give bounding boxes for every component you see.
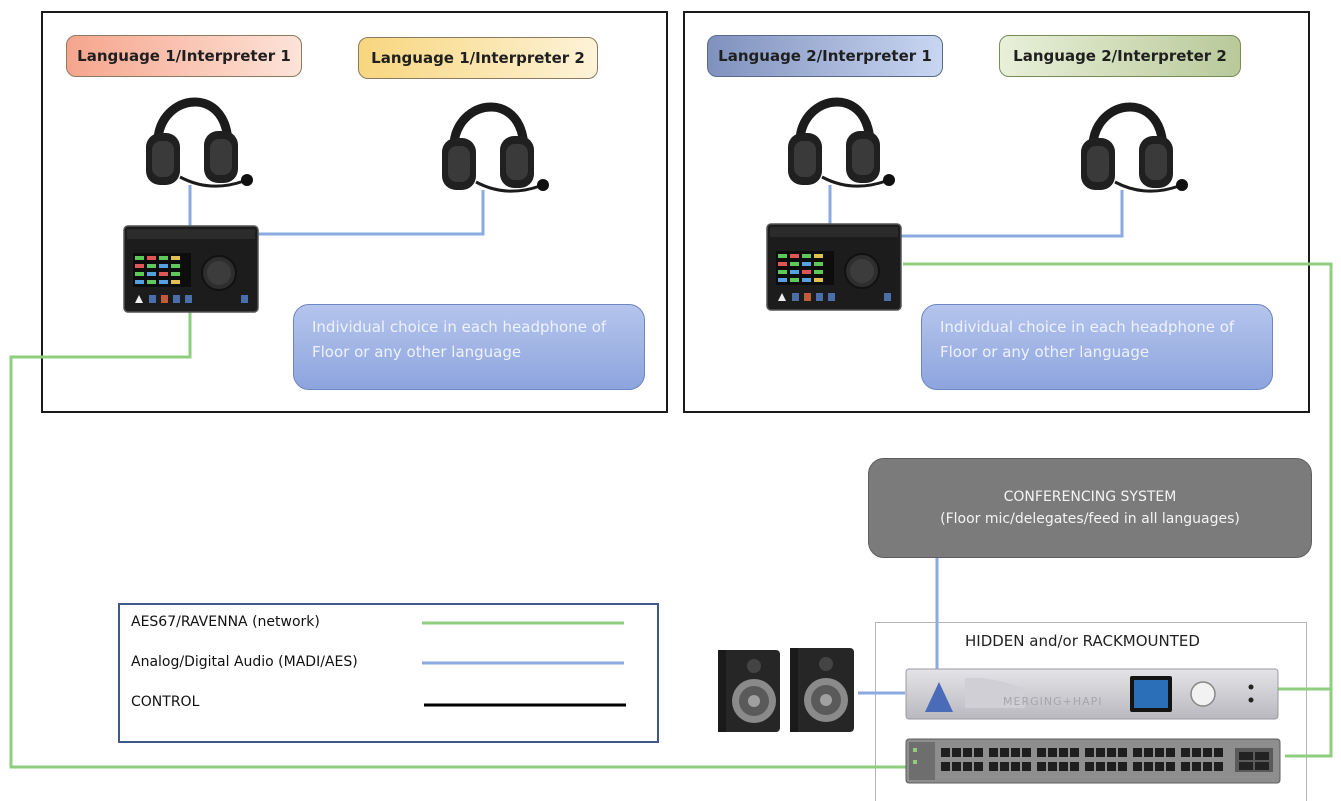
headset-icon [442, 102, 549, 193]
audio-line-booth2-h2 [901, 190, 1124, 238]
label-language1-interpreter2: Language 1/Interpreter 2 [358, 37, 598, 79]
legend-label-audio: Analog/Digital Audio (MADI/AES) [131, 654, 358, 670]
rack-title: HIDDEN and/or RACKMOUNTED [965, 632, 1200, 650]
studio-monitor-icon [718, 648, 854, 732]
conferencing-subtitle: (Floor mic/delegates/feed in all languag… [940, 511, 1240, 527]
booth2-note: Individual choice in each headphone of F… [921, 304, 1273, 390]
legend-label-control: CONTROL [131, 694, 200, 710]
legend [118, 603, 659, 743]
booth1-note: Individual choice in each headphone of F… [293, 304, 645, 390]
legend-label-network: AES67/RAVENNA (network) [131, 614, 320, 630]
network-line-booth2 [903, 262, 1333, 758]
headset-icon [1081, 102, 1188, 193]
hapi-brand: MERGING+HAPI [1003, 695, 1103, 708]
legend-swatches [422, 621, 626, 707]
label-language1-interpreter1: Language 1/Interpreter 1 [66, 35, 302, 77]
control-unit-icon [123, 225, 259, 313]
conferencing-title: CONFERENCING SYSTEM [1003, 489, 1177, 505]
network-line-booth1 [9, 312, 930, 769]
network-switch-icon [905, 738, 1281, 784]
label-language2-interpreter2: Language 2/Interpreter 2 [999, 35, 1241, 77]
control-unit-icon [766, 223, 902, 311]
audio-line-booth1-h2 [258, 190, 485, 236]
label-language2-interpreter1: Language 2/Interpreter 1 [707, 35, 943, 77]
headset-icon [788, 97, 895, 188]
audio-interface-icon: MERGING+HAPI [905, 668, 1279, 720]
headset-icon [146, 97, 253, 188]
conferencing-system: CONFERENCING SYSTEM (Floor mic/delegates… [868, 458, 1312, 558]
